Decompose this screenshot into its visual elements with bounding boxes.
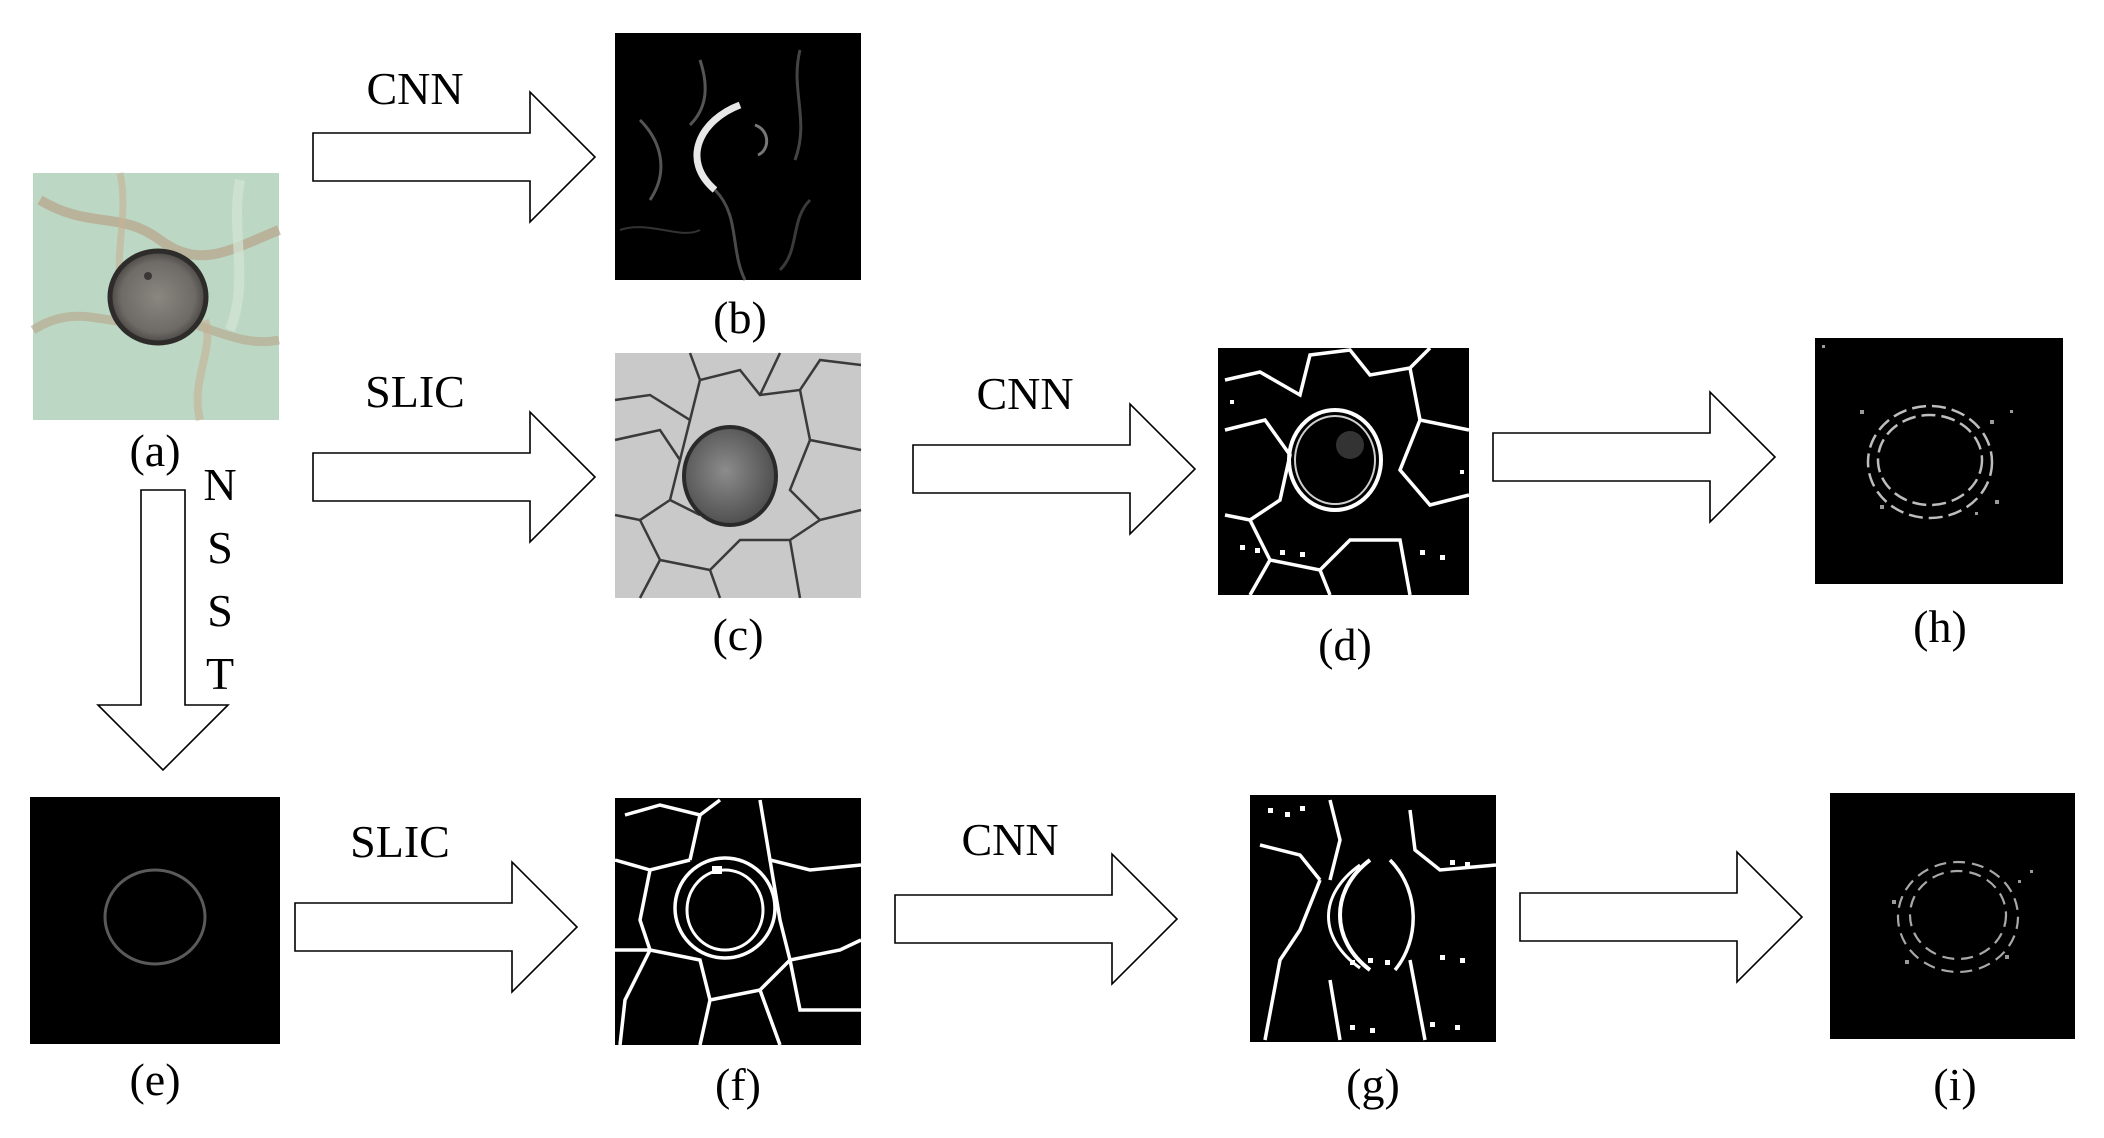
panel-e-image <box>30 797 280 1044</box>
panel-c-label: (c) <box>712 609 763 660</box>
panel-d-label: (d) <box>1318 619 1372 670</box>
arrow-f-to-g <box>894 852 1179 986</box>
panel-a-label: (a) <box>129 425 180 476</box>
panel-h-label: (h) <box>1913 601 1967 652</box>
panel-g-image <box>1250 795 1497 1042</box>
arrow-c-to-d-label: CNN <box>976 368 1073 419</box>
nsst-letter-n: N <box>203 459 236 510</box>
arrow-a-to-b-label: CNN <box>366 63 463 114</box>
panel-f-label: (f) <box>715 1059 761 1110</box>
arrow-c-to-d <box>912 402 1197 536</box>
panel-i-image <box>1830 793 2075 1039</box>
nsst-letter-t: T <box>206 648 234 699</box>
panel-g-label: (g) <box>1346 1059 1400 1110</box>
nsst-letter-s2: S <box>207 585 233 636</box>
nsst-letter-s1: S <box>207 522 233 573</box>
panel-e-label: (e) <box>129 1054 180 1105</box>
arrow-d-to-h <box>1492 390 1777 524</box>
panel-h-image <box>1815 338 2063 584</box>
arrow-a-to-c <box>312 410 597 544</box>
panel-d-image <box>1218 346 1470 596</box>
panel-i-label: (i) <box>1933 1059 1976 1110</box>
arrow-e-to-f-label: SLIC <box>350 816 450 867</box>
panel-f-image <box>614 798 862 1046</box>
panel-b-image <box>615 33 861 281</box>
panel-c-image <box>614 352 862 599</box>
panel-b-label: (b) <box>713 292 767 343</box>
arrow-a-to-c-label: SLIC <box>365 366 465 417</box>
arrow-g-to-i <box>1519 850 1804 984</box>
panel-a-image <box>30 172 281 421</box>
arrow-a-to-b <box>312 90 597 224</box>
arrow-e-to-f <box>294 860 579 994</box>
arrow-a-to-e <box>96 489 230 772</box>
arrow-f-to-g-label: CNN <box>961 814 1058 865</box>
